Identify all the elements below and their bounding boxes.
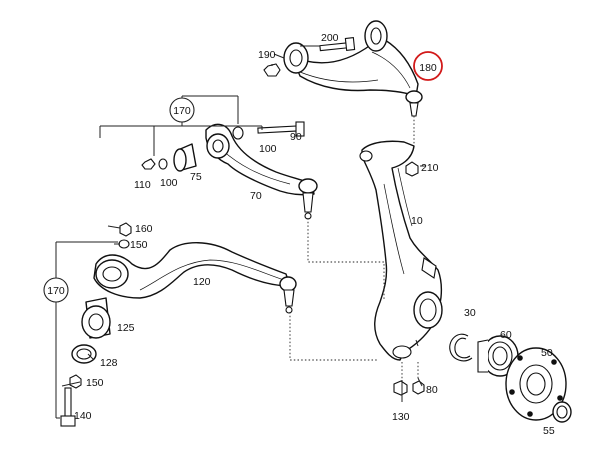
callout-labels: 190 200 100 90 110 100 75 70 210 10 160 … [74, 32, 555, 437]
svg-text:170: 170 [173, 105, 191, 117]
bushing-125[interactable] [81, 297, 111, 339]
callout-75: 75 [190, 171, 202, 183]
callout-30: 30 [464, 307, 476, 319]
bolt-90[interactable] [257, 121, 305, 137]
callout-110: 110 [134, 179, 151, 191]
steering-knuckle[interactable] [359, 140, 443, 361]
callout-200: 200 [321, 32, 339, 44]
callout-90: 90 [290, 131, 302, 143]
nut-210[interactable] [405, 161, 419, 177]
callout-80: 80 [426, 384, 438, 396]
nut-190[interactable] [263, 63, 281, 77]
callout-120: 120 [193, 276, 211, 288]
svg-text:180: 180 [419, 62, 437, 74]
callout-10: 10 [411, 215, 423, 227]
bolt-140[interactable] [60, 387, 76, 427]
svg-text:170: 170 [47, 285, 65, 297]
callout-125: 125 [117, 322, 135, 334]
bushing-75[interactable] [173, 143, 197, 172]
bolt-200[interactable] [319, 37, 356, 52]
washer-128[interactable] [71, 344, 97, 364]
wheel-hub[interactable] [505, 347, 567, 421]
group-bubble-170-upper: 170 [169, 97, 195, 123]
washers-100-110[interactable] [141, 126, 244, 170]
callout-140: 140 [74, 410, 92, 422]
callout-55: 55 [543, 425, 555, 437]
callout-100-right: 100 [259, 143, 277, 155]
callout-100-left: 100 [160, 177, 178, 189]
bolt-80[interactable] [412, 380, 425, 395]
hub-cap[interactable] [552, 401, 572, 423]
callout-150-upper: 150 [130, 239, 148, 251]
nut-160[interactable] [119, 222, 132, 237]
callout-180-highlighted[interactable]: 180 [413, 51, 443, 81]
callout-150-lower: 150 [86, 377, 104, 389]
callout-190: 190 [258, 49, 276, 61]
rear-lower-arm[interactable] [93, 242, 297, 314]
callout-70: 70 [250, 190, 262, 202]
group-bubble-170-left: 170 [43, 277, 69, 303]
callout-128: 128 [100, 357, 118, 369]
callout-60: 60 [500, 329, 512, 341]
upper-control-arm[interactable] [283, 20, 423, 117]
callout-160: 160 [135, 223, 153, 235]
callout-210: 210 [421, 162, 439, 174]
leader-lines [55, 45, 426, 419]
nut-150-lower[interactable] [69, 374, 82, 389]
washer-150-upper[interactable] [118, 239, 130, 249]
front-lower-arm[interactable] [205, 123, 318, 220]
snap-ring[interactable] [449, 333, 473, 362]
callout-130: 130 [392, 411, 410, 423]
callout-50: 50 [541, 347, 553, 359]
nut-130[interactable] [393, 380, 408, 396]
